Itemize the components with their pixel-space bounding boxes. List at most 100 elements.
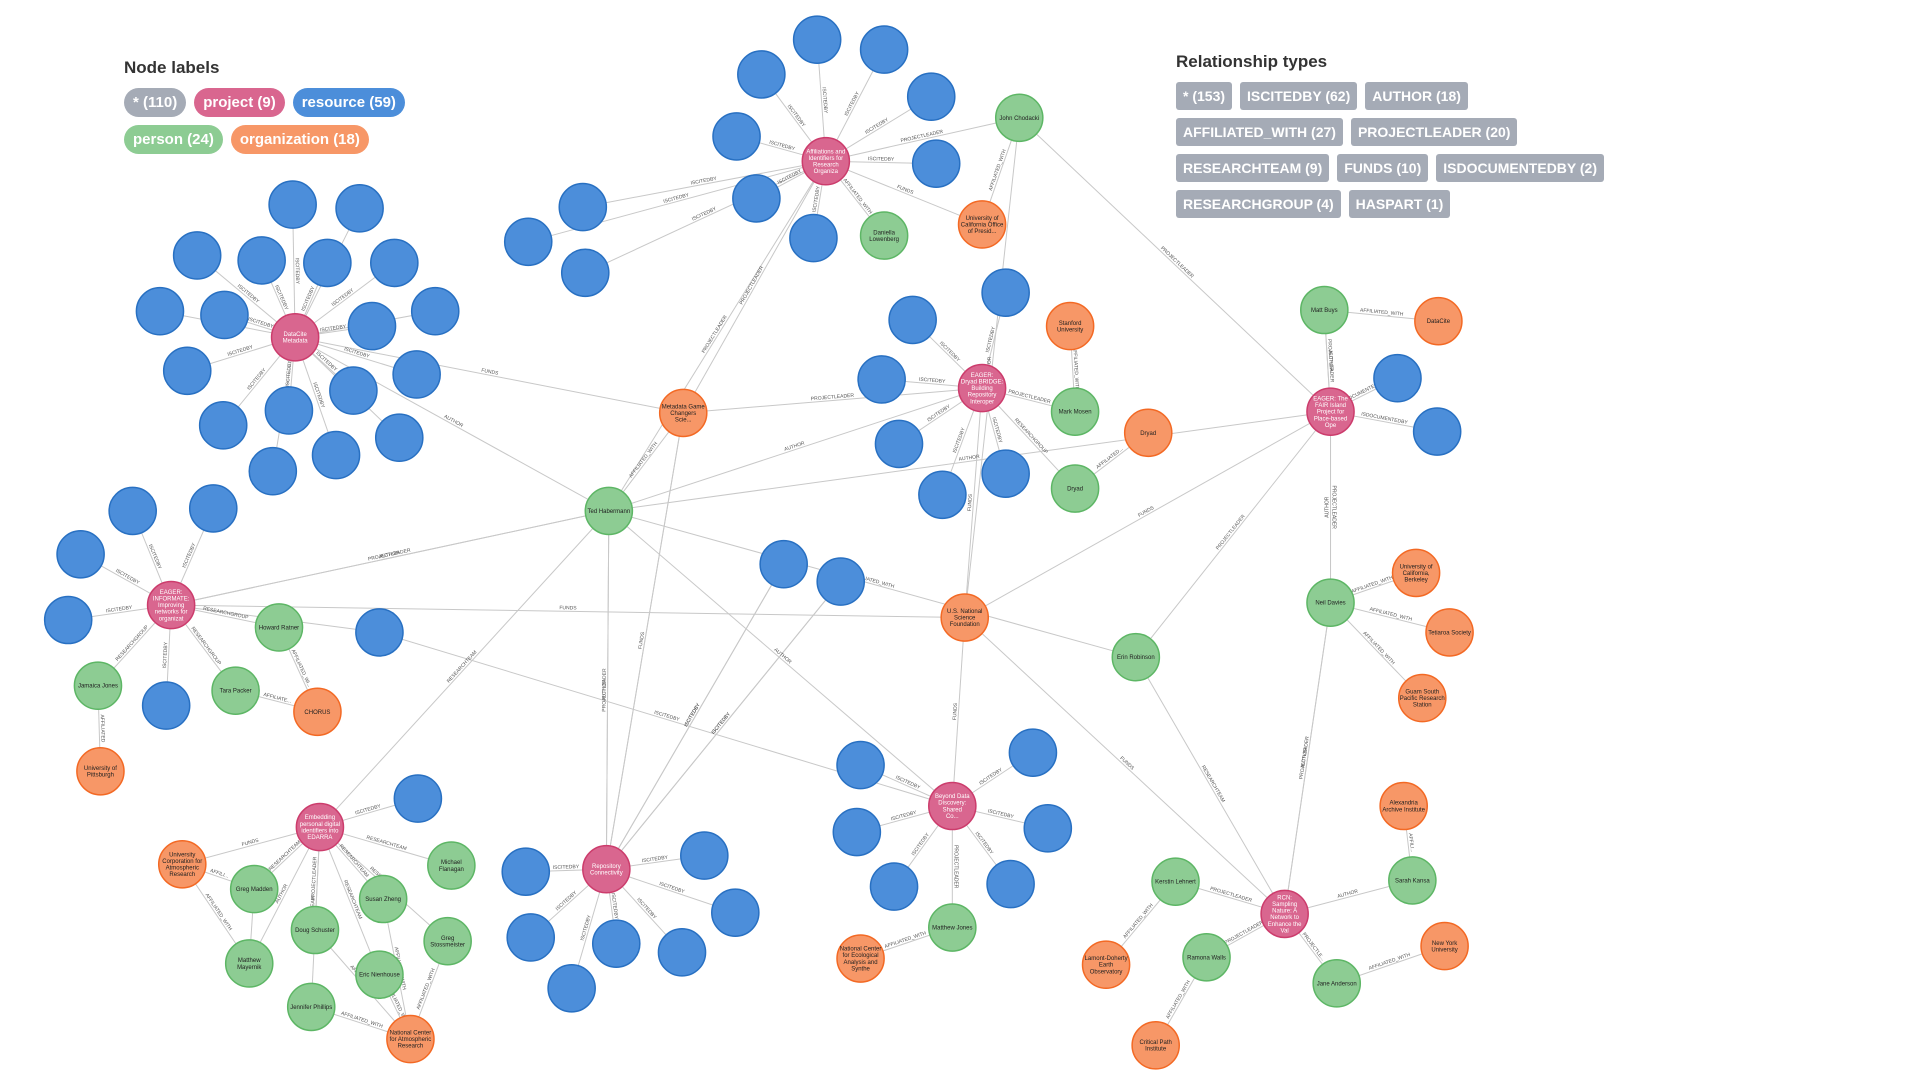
- resource-node[interactable]: [264, 386, 314, 435]
- resource-node[interactable]: [1023, 804, 1073, 853]
- resource-node[interactable]: [392, 350, 441, 399]
- project-node-circle[interactable]: [1260, 889, 1309, 939]
- person-node-circle[interactable]: [423, 916, 472, 966]
- resource-node[interactable]: [832, 807, 882, 857]
- person-node[interactable]: Matthew Jones: [928, 903, 977, 952]
- person-node-circle[interactable]: [994, 93, 1044, 143]
- resource-node[interactable]: [135, 286, 185, 336]
- resource-node[interactable]: [680, 831, 729, 880]
- relationship-edge[interactable]: [319, 826, 380, 975]
- person-node-circle[interactable]: [211, 666, 260, 715]
- resource-node[interactable]: [303, 238, 352, 288]
- resource-node-circle[interactable]: [135, 286, 185, 336]
- person-node-circle[interactable]: [224, 939, 274, 988]
- resource-node-circle[interactable]: [506, 913, 556, 962]
- relationship-edge[interactable]: [1018, 117, 1331, 413]
- resource-node[interactable]: [906, 72, 956, 122]
- resource-node-circle[interactable]: [237, 236, 286, 285]
- rel-type-haspart[interactable]: HASPART (1): [1348, 190, 1451, 218]
- resource-node-circle[interactable]: [410, 286, 460, 336]
- person-node-circle[interactable]: [1050, 387, 1100, 436]
- resource-node-circle[interactable]: [558, 182, 608, 232]
- resource-node-circle[interactable]: [712, 112, 761, 161]
- person-node-circle[interactable]: [355, 950, 404, 999]
- relationship-edge[interactable]: [582, 160, 826, 208]
- resource-node[interactable]: [56, 529, 105, 579]
- resource-node[interactable]: [347, 301, 397, 351]
- relationship-edge[interactable]: [294, 336, 610, 512]
- resource-node[interactable]: [911, 139, 961, 188]
- person-node[interactable]: Jennifer Phillips: [286, 982, 336, 1032]
- resource-node-circle[interactable]: [792, 15, 842, 64]
- relationship-edge[interactable]: [171, 604, 965, 619]
- relationship-edge[interactable]: [585, 160, 827, 274]
- resource-node[interactable]: [560, 248, 610, 298]
- project-node-circle[interactable]: [801, 136, 851, 186]
- person-node[interactable]: Kerstin Lehnert: [1151, 857, 1200, 906]
- rel-type-author[interactable]: AUTHOR (18): [1365, 82, 1468, 110]
- resource-node[interactable]: [43, 595, 93, 645]
- person-node[interactable]: Matt Buys: [1300, 285, 1349, 335]
- resource-node-circle[interactable]: [857, 355, 906, 404]
- relationship-edge[interactable]: [319, 510, 610, 828]
- resource-node-circle[interactable]: [1373, 353, 1422, 403]
- resource-node[interactable]: [869, 862, 919, 911]
- project-node-circle[interactable]: [1306, 387, 1355, 436]
- project-node-circle[interactable]: [295, 802, 345, 852]
- project-node[interactable]: EAGER:Dryad BRIDGE:BuildingRepositoryInt…: [957, 363, 1007, 413]
- resource-node[interactable]: [981, 268, 1030, 317]
- resource-node[interactable]: [888, 295, 937, 345]
- organization-node-circle[interactable]: [1425, 608, 1474, 657]
- organization-node-circle[interactable]: [386, 1014, 435, 1064]
- resource-node-circle[interactable]: [981, 449, 1030, 498]
- resource-node[interactable]: [503, 217, 553, 267]
- resource-node[interactable]: [237, 236, 286, 285]
- relationship-edge[interactable]: [964, 411, 1331, 618]
- organization-node-circle[interactable]: [1391, 548, 1441, 598]
- organization-node[interactable]: Metadata GameChangersScie...: [658, 388, 708, 438]
- organization-node[interactable]: Dryad: [1123, 408, 1173, 458]
- rel-type-iscitedby[interactable]: ISCITEDBY (62): [1240, 82, 1358, 110]
- rel-type-funds[interactable]: FUNDS (10): [1337, 154, 1429, 182]
- person-node-circle[interactable]: [1111, 632, 1161, 682]
- resource-node[interactable]: [141, 681, 191, 730]
- organization-node-circle[interactable]: [658, 388, 708, 438]
- resource-node-circle[interactable]: [200, 290, 249, 340]
- person-node-circle[interactable]: [290, 905, 340, 955]
- project-node-circle[interactable]: [270, 312, 320, 362]
- resource-node-circle[interactable]: [591, 919, 641, 968]
- relationship-edge[interactable]: [682, 160, 827, 414]
- relationship-edge[interactable]: [171, 510, 609, 606]
- relationship-edge[interactable]: [605, 581, 842, 870]
- resource-node-circle[interactable]: [869, 862, 919, 911]
- resource-node-circle[interactable]: [248, 446, 298, 496]
- person-node-circle[interactable]: [427, 841, 476, 890]
- person-node-circle[interactable]: [1312, 959, 1362, 1008]
- person-node-circle[interactable]: [254, 603, 304, 652]
- resource-node-circle[interactable]: [859, 25, 909, 74]
- project-node-circle[interactable]: [928, 781, 977, 831]
- resource-node[interactable]: [657, 928, 707, 977]
- person-node-circle[interactable]: [358, 874, 408, 924]
- person-node-circle[interactable]: [73, 661, 123, 711]
- rel-type-isdocumentedby[interactable]: ISDOCUMENTEDBY (2): [1436, 154, 1605, 182]
- resource-node-circle[interactable]: [680, 831, 729, 880]
- resource-node-circle[interactable]: [918, 470, 967, 520]
- person-node[interactable]: Jamaica Jones: [73, 661, 123, 711]
- resource-node-circle[interactable]: [188, 484, 238, 533]
- organization-node-circle[interactable]: [1379, 781, 1428, 831]
- resource-node[interactable]: [172, 231, 222, 280]
- resource-node-circle[interactable]: [888, 295, 937, 345]
- relationship-edge[interactable]: [608, 510, 953, 807]
- resource-node-circle[interactable]: [836, 740, 885, 790]
- organization-node-circle[interactable]: [1131, 1021, 1180, 1070]
- resource-node[interactable]: [198, 401, 248, 450]
- person-node[interactable]: Eric Nienhouse: [355, 950, 404, 999]
- rel-type-researchgroup[interactable]: RESEARCHGROUP (4): [1176, 190, 1341, 218]
- relationship-edge[interactable]: [1135, 656, 1286, 915]
